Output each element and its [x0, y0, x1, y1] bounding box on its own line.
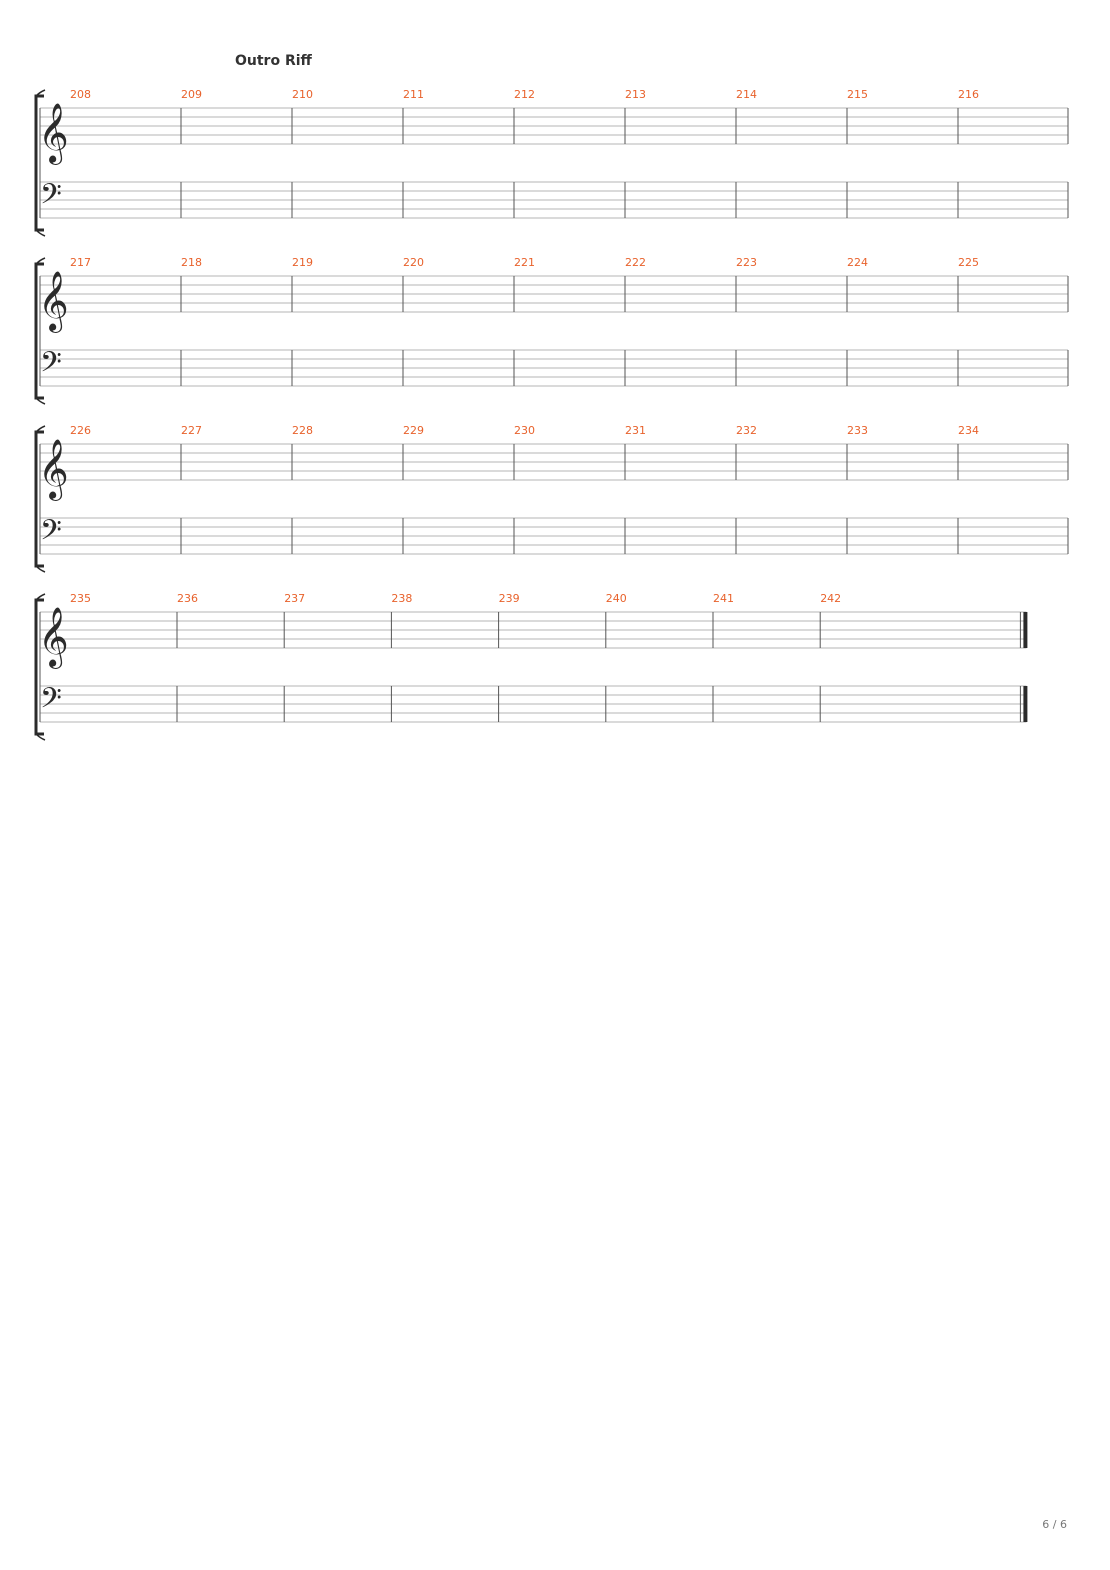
bracket-hook-top	[35, 425, 46, 433]
measure-number: 208	[70, 88, 91, 101]
measure-number: 217	[70, 256, 91, 269]
treble-clef-icon: 𝄞	[38, 439, 69, 501]
treble-clef-icon: 𝄞	[38, 271, 69, 333]
measure-number: 216	[958, 88, 979, 101]
treble-clef-icon: 𝄞	[38, 607, 69, 669]
measure-number: 214	[736, 88, 757, 101]
bracket-hook-bottom	[35, 733, 46, 741]
measure-number: 212	[514, 88, 535, 101]
measure-number: 238	[391, 592, 412, 605]
measure-number: 211	[403, 88, 424, 101]
system-bracket	[34, 262, 44, 400]
bracket-hook-bottom	[35, 229, 46, 237]
measure-number: 213	[625, 88, 646, 101]
bass-clef-icon: 𝄢	[40, 178, 62, 218]
page-number: 6 / 6	[1042, 1518, 1067, 1531]
measure-number: 219	[292, 256, 313, 269]
bass-clef-icon: 𝄢	[40, 514, 62, 554]
measure-number: 229	[403, 424, 424, 437]
measure-number: 225	[958, 256, 979, 269]
measure-number: 221	[514, 256, 535, 269]
section-title: Outro Riff	[235, 53, 312, 69]
measure-number: 231	[625, 424, 646, 437]
measure-number: 223	[736, 256, 757, 269]
measure-number: 235	[70, 592, 91, 605]
bracket-hook-top	[35, 257, 46, 265]
bracket-hook-bottom	[35, 397, 46, 405]
measure-number: 230	[514, 424, 535, 437]
measure-number: 239	[499, 592, 520, 605]
measure-number: 227	[181, 424, 202, 437]
measure-number: 218	[181, 256, 202, 269]
measure-number: 220	[403, 256, 424, 269]
measure-number: 210	[292, 88, 313, 101]
measure-number: 232	[736, 424, 757, 437]
measure-number: 224	[847, 256, 868, 269]
measure-number: 242	[820, 592, 841, 605]
bracket-hook-top	[35, 593, 46, 601]
treble-clef-icon: 𝄞	[38, 103, 69, 165]
system-bracket	[34, 94, 44, 232]
bracket-hook-bottom	[35, 565, 46, 573]
bass-clef-icon: 𝄢	[40, 682, 62, 722]
measure-number: 241	[713, 592, 734, 605]
measure-number: 222	[625, 256, 646, 269]
bass-clef-icon: 𝄢	[40, 346, 62, 386]
measure-number: 209	[181, 88, 202, 101]
measure-number: 240	[606, 592, 627, 605]
measure-number: 233	[847, 424, 868, 437]
bracket-hook-top	[35, 89, 46, 97]
measure-number: 237	[284, 592, 305, 605]
system-bracket	[34, 430, 44, 568]
measure-number: 236	[177, 592, 198, 605]
measure-number: 226	[70, 424, 91, 437]
measure-number: 228	[292, 424, 313, 437]
measure-number: 234	[958, 424, 979, 437]
system-bracket	[34, 598, 44, 736]
measure-number: 215	[847, 88, 868, 101]
